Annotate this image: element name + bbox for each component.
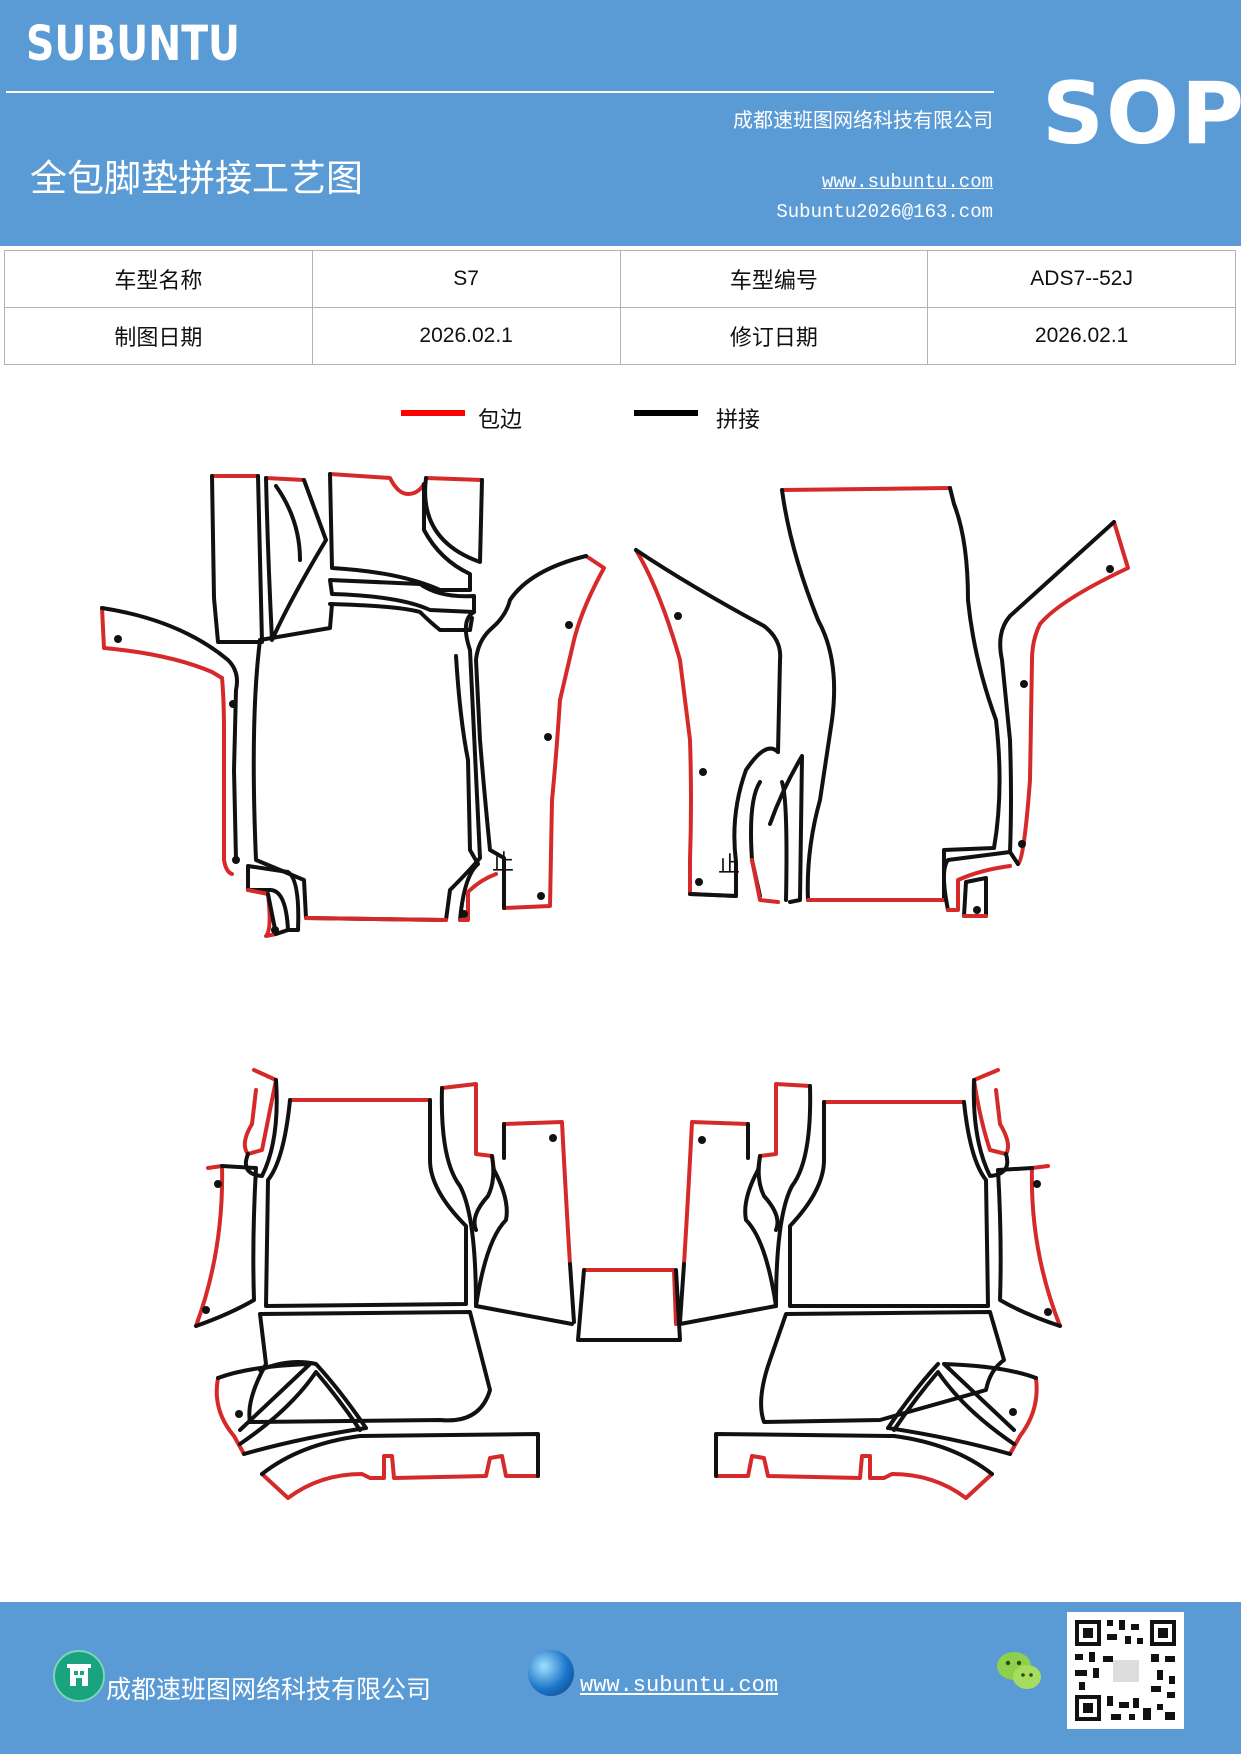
header-company: 成都速班图网络科技有限公司 xyxy=(733,108,993,132)
stop-mark-left: 止 xyxy=(492,851,514,876)
globe-icon xyxy=(528,1650,574,1696)
value-draw-date: 2026.02.1 xyxy=(311,307,621,365)
label-model-code: 车型编号 xyxy=(619,250,929,308)
legend-label-edge: 包边 xyxy=(478,408,523,433)
building-icon xyxy=(67,1664,91,1686)
stop-mark-right: 止 xyxy=(718,853,740,878)
rear-left-mat xyxy=(194,1068,682,1500)
table-row: 车型名称 S7 车型编号 ADS7--52J xyxy=(4,250,1236,308)
table-row: 制图日期 2026.02.1 修订日期 2026.02.1 xyxy=(4,307,1236,365)
qr-code xyxy=(1067,1612,1184,1729)
footer-company: 成都速班图网络科技有限公司 xyxy=(106,1675,432,1704)
company-icon xyxy=(53,1650,105,1702)
legend-label-seam: 拼接 xyxy=(716,408,761,433)
page-title: 全包脚垫拼接工艺图 xyxy=(30,157,363,200)
floor-mat-diagram: 止 止 xyxy=(100,472,1130,1500)
header-email: Subuntu2026@163.com xyxy=(776,201,993,223)
wechat-icon[interactable] xyxy=(995,1650,1043,1697)
value-revise-date: 2026.02.1 xyxy=(927,307,1236,365)
footer-website-link[interactable]: www.subuntu.com xyxy=(580,1673,779,1698)
info-table: 车型名称 S7 车型编号 ADS7--52J 制图日期 2026.02.1 修订… xyxy=(4,250,1236,365)
value-model-code: ADS7--52J xyxy=(927,250,1236,308)
legend-swatch-edge xyxy=(401,410,465,416)
front-left-mat xyxy=(100,472,606,938)
label-revise-date: 修订日期 xyxy=(619,307,929,365)
header-divider xyxy=(6,91,994,93)
label-draw-date: 制图日期 xyxy=(4,307,313,365)
legend-swatch-seam xyxy=(634,410,698,416)
brand-logo: SUBUNTU xyxy=(26,16,241,72)
label-model-name: 车型名称 xyxy=(4,250,313,308)
header-website-link[interactable]: www.subuntu.com xyxy=(821,171,993,193)
header-band: SUBUNTU 成都速班图网络科技有限公司 全包脚垫拼接工艺图 www.subu… xyxy=(0,0,1241,246)
front-right-mat xyxy=(634,486,1130,918)
sop-badge: SOP xyxy=(1042,64,1241,164)
rear-right-mat xyxy=(678,1068,1062,1500)
value-model-name: S7 xyxy=(311,250,621,308)
